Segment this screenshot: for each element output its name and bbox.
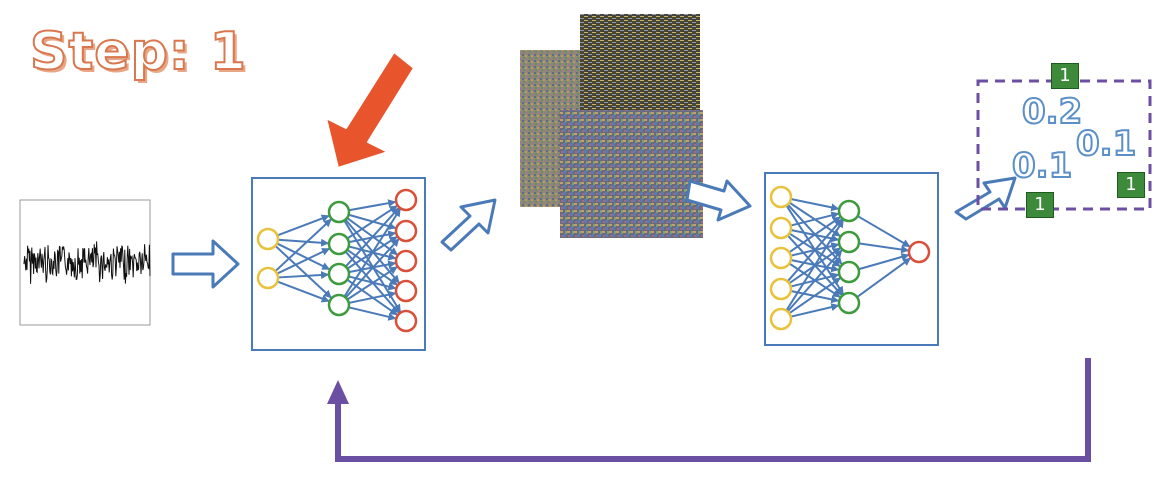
network-edge xyxy=(276,247,330,275)
flow-arrow-icon xyxy=(685,179,752,222)
step-title: Step: 1 xyxy=(29,21,247,83)
network-edge xyxy=(277,271,330,280)
hidden-node xyxy=(837,199,861,223)
network-edge xyxy=(274,245,332,299)
input-node xyxy=(256,227,280,251)
label-badge: 1 xyxy=(1051,63,1079,89)
network-edge xyxy=(348,290,397,304)
input-node xyxy=(256,266,280,290)
network-edge xyxy=(790,303,840,318)
network-edge xyxy=(348,306,397,321)
output-node xyxy=(394,249,418,273)
hidden-node xyxy=(837,260,861,284)
network-edge xyxy=(348,199,397,212)
input-node xyxy=(769,185,793,209)
hidden-node xyxy=(837,230,861,254)
output-node xyxy=(907,240,931,264)
network-edge xyxy=(858,242,910,254)
network-edge xyxy=(276,214,330,237)
network-edge xyxy=(346,266,398,301)
label-badge: 1 xyxy=(1117,172,1145,198)
network-edge xyxy=(858,253,910,271)
network-edge xyxy=(857,215,911,248)
input-node xyxy=(769,307,793,331)
network-edge xyxy=(786,249,843,313)
network-edge xyxy=(277,238,330,247)
network-edge xyxy=(343,208,401,298)
input-node xyxy=(769,246,793,270)
input-node xyxy=(769,277,793,301)
hidden-node xyxy=(327,200,351,224)
score-label: 0.1 xyxy=(1075,123,1137,165)
network-edge xyxy=(786,218,843,283)
noise-waveform-icon xyxy=(23,241,151,284)
hidden-node xyxy=(327,232,351,256)
discriminator-network xyxy=(764,172,939,346)
network-edge xyxy=(785,219,844,312)
network-edge xyxy=(856,257,911,298)
score-label: 0.2 xyxy=(1021,91,1083,133)
network-edge xyxy=(790,198,840,212)
pointer-arrow-icon xyxy=(325,51,415,169)
network-edge xyxy=(788,216,841,254)
network-edge xyxy=(274,218,332,272)
network-edge xyxy=(276,280,330,303)
output-node xyxy=(394,309,418,333)
network-edge xyxy=(346,205,398,240)
signal-plot xyxy=(19,199,151,326)
output-node xyxy=(394,188,418,212)
flow-arrow-icon xyxy=(954,176,1017,221)
output-node xyxy=(394,219,418,243)
hidden-node xyxy=(327,293,351,317)
hidden-node xyxy=(837,291,861,315)
flow-arrow-icon xyxy=(171,239,240,289)
score-label: 0.1 xyxy=(1011,145,1073,187)
input-node xyxy=(769,216,793,240)
feedback-loop-arrow-icon xyxy=(335,358,1091,462)
network-edge xyxy=(788,277,841,315)
network-edge xyxy=(276,242,331,271)
feedback-arrowhead-icon xyxy=(327,380,349,404)
output-node xyxy=(394,279,418,303)
generated-images xyxy=(520,14,703,238)
flow-arrow-icon xyxy=(440,198,497,252)
network-edge xyxy=(790,211,840,227)
hidden-node xyxy=(327,262,351,286)
noise-image-icon xyxy=(560,110,703,238)
generator-network xyxy=(251,177,426,351)
network-edge xyxy=(344,207,400,268)
network-edge xyxy=(344,238,400,299)
label-badge: 1 xyxy=(1026,192,1054,218)
